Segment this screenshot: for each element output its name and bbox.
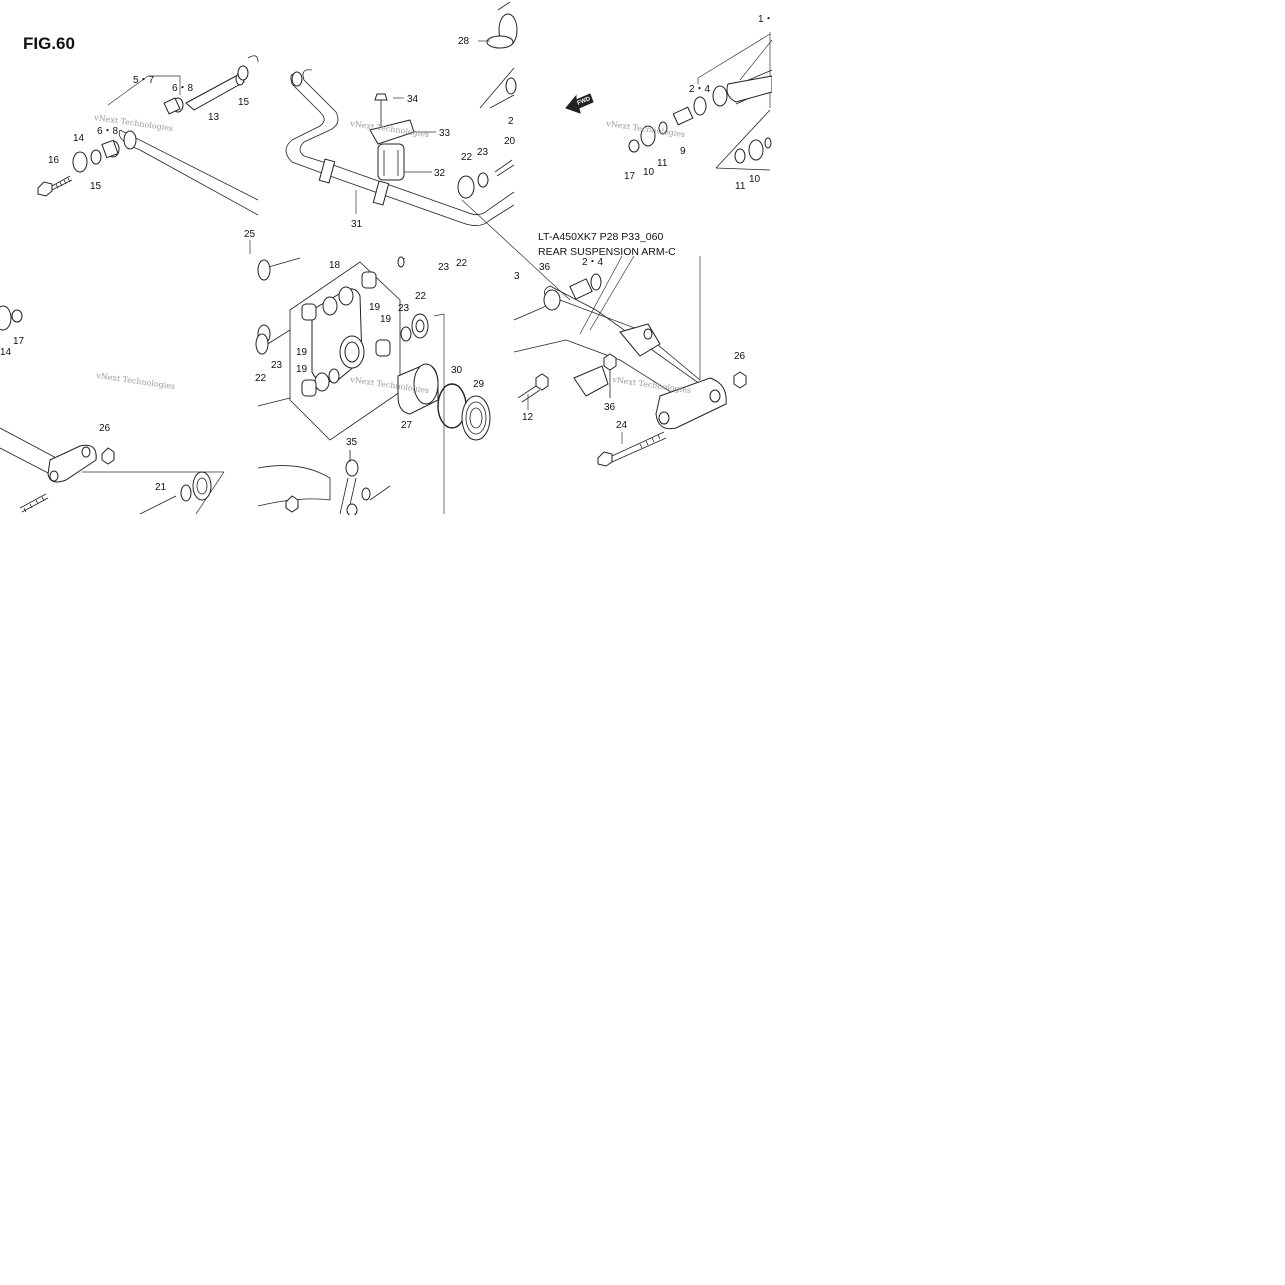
callout-label: 14 [73, 133, 85, 144]
left-shaft-assembly [37, 55, 259, 216]
callout-label: 24 [616, 420, 628, 431]
callout-label: 31 [351, 219, 363, 230]
callout-label: 26 [99, 423, 111, 434]
callout-label: 35 [346, 437, 358, 448]
callout-label: 36 [539, 262, 551, 273]
callout-label: 17 [13, 336, 25, 347]
callout-label: 11 [657, 158, 668, 169]
callout-label: 6・8 [97, 126, 119, 137]
callout-label: 13 [208, 112, 220, 123]
callout-label: 36 [604, 402, 616, 413]
callout-label: 23 [438, 262, 450, 273]
callout-label: 5・7 [133, 75, 155, 86]
fwd-label: FWD [576, 96, 592, 107]
callout-label: 19 [296, 347, 308, 358]
callout-label: 10 [749, 174, 761, 185]
callout-label: 9 [680, 146, 686, 157]
callout-label: 21 [155, 482, 167, 493]
callout-label: 3 [514, 271, 520, 282]
callout-label: 1・3 [758, 14, 780, 25]
callout-label: 19 [369, 302, 381, 313]
callout-label: 12 [522, 412, 534, 423]
knuckle-bracket-assembly [249, 240, 491, 514]
stabilizer-bar-assembly [285, 1, 571, 301]
callout-label: 20 [504, 136, 516, 147]
callout-label: 26 [734, 351, 746, 362]
callout-label: 15 [90, 181, 102, 192]
caption-section-name: REAR SUSPENSION ARM-C [538, 246, 676, 258]
callout-label: 32 [434, 168, 446, 179]
callout-label: 18 [329, 260, 341, 271]
callout-label: 34 [407, 94, 419, 105]
callout-label: 33 [439, 128, 451, 139]
callout-label: 29 [473, 379, 485, 390]
rear-suspension-arm [513, 255, 747, 467]
callout-labels: 5・7 6・8 15 13 14 6・8 16 15 28 34 33 32 3… [0, 14, 780, 493]
callout-label: 2・4 [582, 257, 604, 268]
callout-label: 27 [401, 420, 413, 431]
figure-title: FIG.60 [23, 34, 75, 53]
callout-label: 22 [456, 258, 468, 269]
callout-label: 28 [458, 36, 470, 47]
left-lower-arm-assembly [0, 305, 225, 515]
callout-label: 16 [48, 155, 60, 166]
callout-label: 6・8 [172, 83, 194, 94]
callout-label: 23 [477, 147, 489, 158]
callout-label: 14 [0, 347, 12, 358]
watermark-4: vNext Technologies [95, 371, 176, 391]
callout-label: 17 [624, 171, 636, 182]
callout-label: 11 [735, 181, 746, 192]
callout-label: 25 [244, 229, 256, 240]
link-rod-assembly [285, 450, 391, 517]
callout-label: 19 [296, 364, 308, 375]
callout-label: 23 [271, 360, 283, 371]
callout-label: 22 [461, 152, 473, 163]
callout-label: 15 [238, 97, 250, 108]
callout-label: 2・4 [689, 84, 711, 95]
callout-label: 22 [415, 291, 427, 302]
callout-label: 23 [398, 303, 410, 314]
callout-label: 10 [643, 167, 655, 178]
fwd-arrow-icon [565, 93, 594, 114]
callout-label: 22 [255, 373, 267, 384]
caption-model-code: LT-A450XK7 P28 P33_060 [538, 231, 663, 243]
callout-label: 2 [508, 116, 514, 127]
callout-label: 30 [451, 365, 463, 376]
right-upper-arm-assembly: FWD [565, 32, 773, 171]
callout-label: 19 [380, 314, 392, 325]
watermark-6: vNext Technologies [611, 375, 692, 395]
